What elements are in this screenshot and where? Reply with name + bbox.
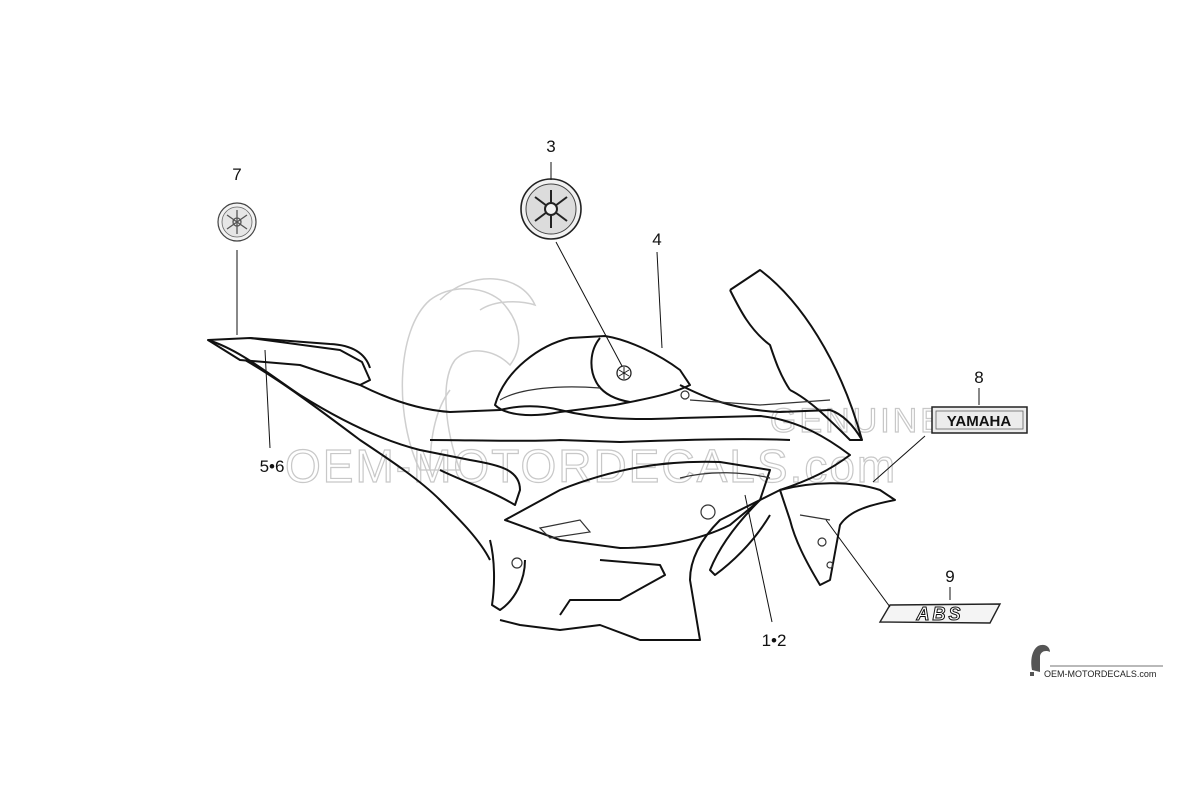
- abs-decal-text: ABS: [915, 604, 963, 624]
- bird-logo-icon: [1030, 644, 1050, 676]
- callout-7: 7: [232, 165, 241, 184]
- yamaha-decal-text: YAMAHA: [947, 413, 1012, 430]
- watermark-site: OEM-MOTORDECALS.com: [285, 440, 897, 492]
- watermark-bird-logo: [401, 278, 537, 471]
- emblem-part-3: [520, 178, 582, 240]
- footer-brand-text: OEM-MOTORDECALS.com: [1044, 669, 1156, 679]
- upper-cowl: [679, 269, 863, 441]
- callout-9: 9: [945, 567, 954, 586]
- side-fairing-body: [359, 384, 851, 641]
- callout-3: 3: [546, 137, 555, 156]
- emblem-part-7: [217, 202, 257, 242]
- tuning-fork-icon: [534, 190, 568, 228]
- footer-brand: OEM-MOTORDECALS.com: [1030, 644, 1163, 679]
- callout-8: 8: [974, 368, 983, 387]
- tank-emblem-icon: [616, 365, 632, 381]
- front-intake-panel: [709, 482, 896, 586]
- tuning-fork-icon: [226, 210, 248, 234]
- fuel-tank-part-4: [494, 335, 691, 417]
- tail-cowl: [207, 337, 521, 561]
- callout-4: 4: [652, 230, 661, 249]
- leader-lines: [236, 162, 980, 623]
- yamaha-decal-part-8: YAMAHA: [931, 406, 1028, 434]
- callout-1-2: 1•2: [762, 631, 787, 650]
- callout-5-6: 5•6: [260, 457, 285, 476]
- abs-decal-part-9: ABS: [878, 603, 1002, 625]
- callout-labels: 7 3 4 5•6 8 9 1•2: [232, 137, 983, 650]
- watermark: GENUINE OEM-MOTORDECALS.com: [284, 278, 944, 493]
